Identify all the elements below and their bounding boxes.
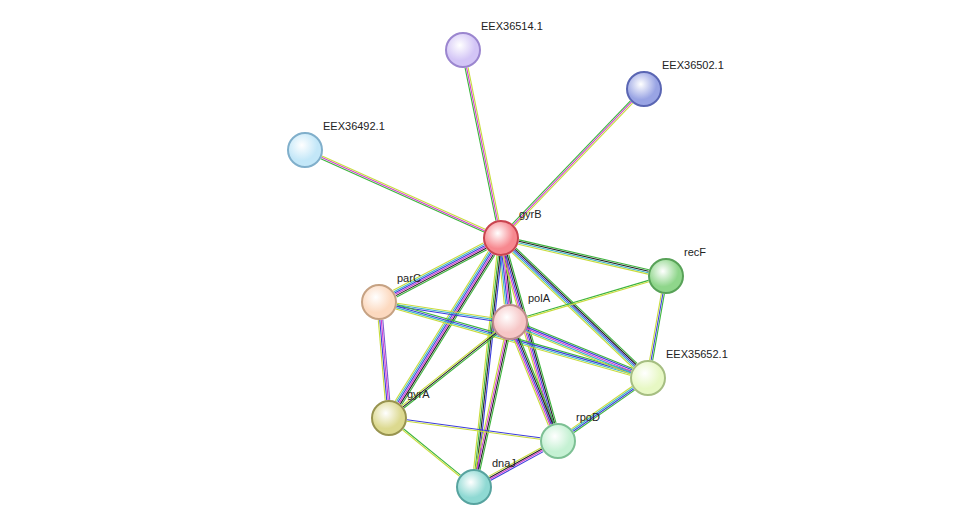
protein-label: EEX36514.1 [481, 20, 543, 33]
evidence-line [526, 330, 631, 372]
protein-node: dnaJ [456, 469, 492, 505]
evidence-line [527, 282, 648, 318]
evidence-line [322, 156, 485, 229]
evidence-line [514, 340, 549, 426]
interaction-edge [476, 339, 509, 470]
evidence-line [520, 338, 555, 424]
interaction-edge [321, 156, 485, 232]
evidence-line [515, 103, 633, 226]
evidence-line [513, 102, 631, 225]
evidence-line [526, 332, 631, 374]
interaction-edge [512, 101, 632, 226]
protein-label: EEX36502.1 [662, 59, 724, 72]
evidence-line [321, 159, 484, 232]
protein-label: gyrB [519, 208, 542, 221]
interaction-edge [650, 293, 665, 360]
evidence-line [518, 243, 648, 273]
evidence-line [380, 320, 387, 400]
evidence-line [321, 157, 484, 230]
evidence-line [394, 244, 484, 291]
evidence-line [517, 339, 552, 425]
evidence-line [651, 294, 663, 361]
protein-node: EEX36492.1 [287, 132, 323, 168]
evidence-line [653, 294, 665, 361]
evidence-line [403, 333, 496, 407]
evidence-line [518, 244, 648, 274]
evidence-line [518, 338, 553, 424]
protein-label: rpoD [576, 411, 600, 424]
evidence-line [572, 388, 633, 430]
protein-label: gyrA [407, 388, 430, 401]
evidence-line [491, 452, 543, 481]
evidence-line [573, 389, 634, 431]
interaction-edge [407, 420, 541, 440]
evidence-line [480, 340, 508, 470]
protein-node: gyrB [483, 220, 519, 256]
evidence-line [477, 339, 505, 469]
evidence-line [404, 334, 497, 408]
protein-node: EEX35652.1 [630, 360, 666, 396]
interaction-edge [465, 67, 499, 220]
protein-label: EEX36492.1 [323, 120, 385, 133]
evidence-line [574, 390, 635, 432]
evidence-line [519, 241, 649, 271]
evidence-line [477, 256, 500, 469]
interaction-edge [403, 429, 461, 476]
evidence-line [489, 449, 541, 478]
interaction-edge [489, 448, 544, 481]
evidence-line [402, 332, 495, 406]
protein-node: EEX36514.1 [445, 32, 481, 68]
interaction-edge [393, 243, 487, 297]
evidence-line [489, 448, 541, 477]
protein-node: EEX36502.1 [626, 71, 662, 107]
interaction-edge [402, 332, 497, 408]
interaction-edge [378, 320, 389, 401]
protein-label: parC [397, 272, 421, 285]
evidence-line [528, 326, 633, 368]
evidence-line [479, 340, 507, 470]
evidence-line [381, 320, 388, 400]
protein-node: gyrA [371, 400, 407, 436]
protein-node: parC [361, 284, 397, 320]
evidence-line [519, 240, 649, 270]
protein-node: polA [492, 304, 528, 340]
protein-label: polA [528, 292, 550, 305]
evidence-line [527, 327, 632, 369]
evidence-line [378, 320, 385, 400]
evidence-line [403, 429, 460, 475]
protein-label: dnaJ [492, 457, 516, 470]
evidence-line [465, 68, 496, 221]
protein-node: rpoD [540, 423, 576, 459]
evidence-line [490, 450, 542, 479]
interaction-edge [526, 326, 633, 374]
evidence-line [407, 421, 540, 439]
evidence-line [650, 293, 662, 360]
evidence-line [407, 420, 540, 438]
evidence-line [476, 339, 504, 469]
evidence-line [515, 339, 550, 425]
evidence-line [527, 280, 648, 316]
evidence-line [397, 305, 631, 371]
interaction-edge [571, 386, 634, 432]
evidence-line [468, 67, 499, 220]
evidence-line [403, 430, 460, 476]
protein-label: EEX35652.1 [666, 348, 728, 361]
evidence-line [467, 68, 498, 221]
protein-node: recF [648, 258, 684, 294]
evidence-line [527, 329, 632, 371]
evidence-line [512, 101, 630, 224]
protein-label: recF [684, 246, 706, 259]
interaction-edge [527, 280, 649, 317]
evidence-line [478, 256, 501, 469]
evidence-line [571, 386, 632, 428]
evidence-line [395, 246, 485, 293]
interaction-edge [514, 338, 554, 426]
